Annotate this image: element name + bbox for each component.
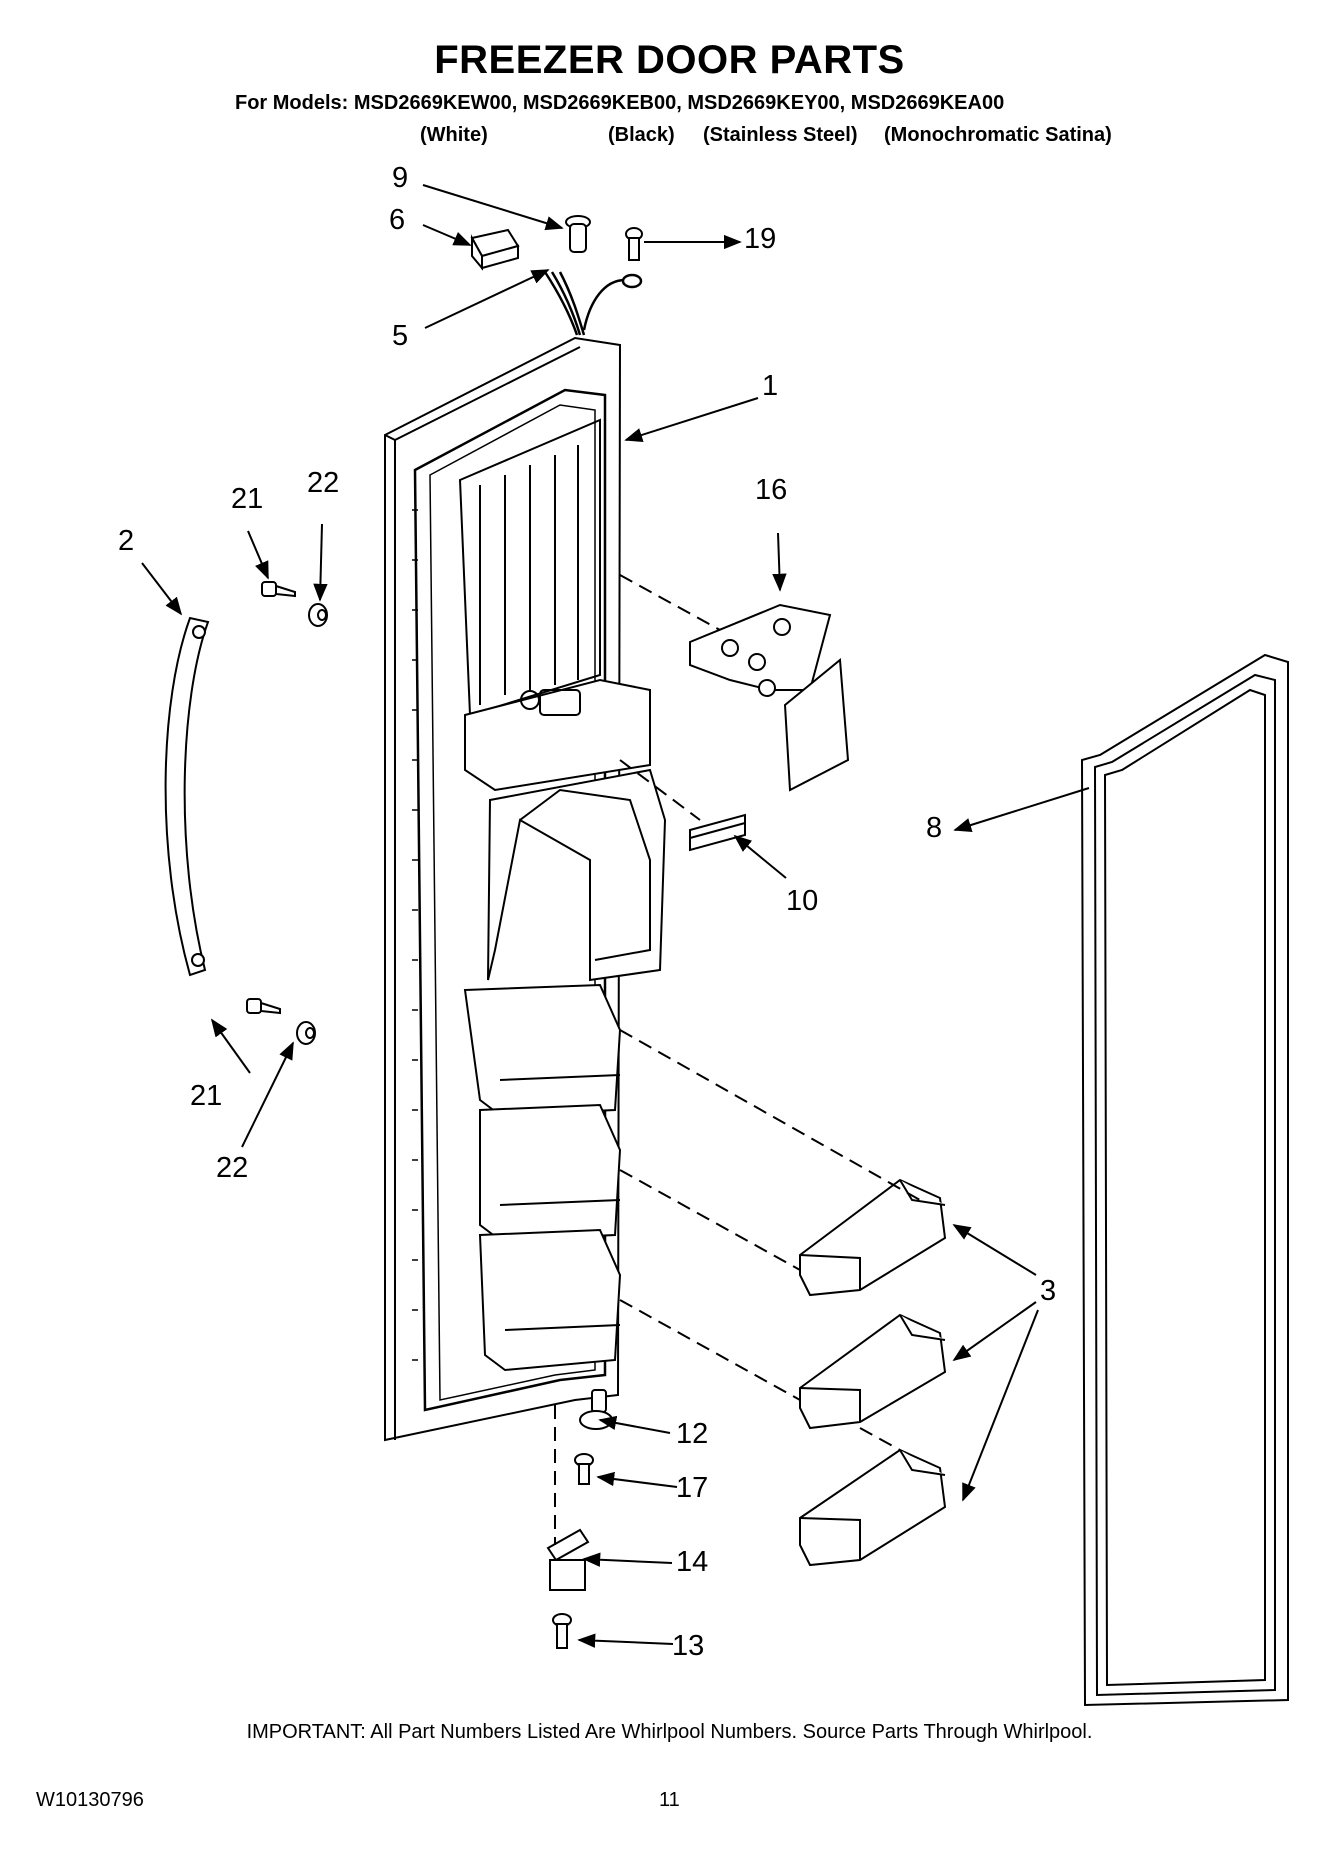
door-edge-holes xyxy=(412,509,418,1361)
door-gasket xyxy=(1080,653,1289,1707)
callout-21-bottom: 21 xyxy=(190,1080,223,1112)
dispenser-pad xyxy=(689,813,746,852)
callout-leaders xyxy=(141,184,1090,1648)
callout-6: 6 xyxy=(389,204,406,236)
callout-2: 2 xyxy=(118,525,135,557)
callout-1: 1 xyxy=(762,370,779,402)
callout-12: 12 xyxy=(676,1418,709,1450)
models-line: For Models: MSD2669KEW00, MSD2669KEB00, … xyxy=(235,92,1005,114)
plug-connector xyxy=(470,228,520,271)
variant-black: (Black) xyxy=(608,124,675,146)
variant-satina: (Monochromatic Satina) xyxy=(884,124,1112,146)
variant-stainless: (Stainless Steel) xyxy=(703,124,858,146)
ground-screw xyxy=(625,227,643,261)
freezer-door xyxy=(384,336,667,1442)
door-handle xyxy=(164,616,210,977)
callout-22-bottom: 22 xyxy=(216,1152,249,1184)
handle-screw-top xyxy=(261,581,296,598)
callout-5: 5 xyxy=(392,320,409,352)
page-number: 11 xyxy=(659,1789,680,1811)
hinge-screw-13 xyxy=(552,1613,572,1649)
callout-14: 14 xyxy=(676,1546,709,1578)
hinge-screw-17 xyxy=(574,1453,594,1485)
door-bin-3 xyxy=(799,1448,947,1567)
callout-9: 9 xyxy=(392,162,409,194)
dispenser-cover xyxy=(689,603,850,792)
hole-plug xyxy=(565,215,591,253)
bottom-hinge xyxy=(546,1528,590,1591)
callout-16: 16 xyxy=(755,474,788,506)
footer-note: IMPORTANT: All Part Numbers Listed Are W… xyxy=(246,1721,1093,1743)
document-number: W10130796 xyxy=(36,1789,144,1811)
door-bin-1 xyxy=(799,1178,947,1297)
callout-8: 8 xyxy=(926,812,943,844)
callout-3: 3 xyxy=(1040,1275,1057,1307)
assembly-lines xyxy=(554,574,921,1545)
callout-21-top: 21 xyxy=(231,483,264,515)
callout-13: 13 xyxy=(672,1630,705,1662)
door-bin-2 xyxy=(799,1313,947,1430)
callout-10: 10 xyxy=(786,885,819,917)
variant-white: (White) xyxy=(420,124,488,146)
callout-17: 17 xyxy=(676,1472,709,1504)
handle-spacer-top xyxy=(308,603,328,627)
callout-22-top: 22 xyxy=(307,467,340,499)
callout-19: 19 xyxy=(744,223,777,255)
page-title: FREEZER DOOR PARTS xyxy=(434,38,905,82)
handle-spacer-bottom xyxy=(296,1021,316,1045)
wire-harness xyxy=(543,271,643,336)
handle-screw-bottom xyxy=(246,998,281,1015)
